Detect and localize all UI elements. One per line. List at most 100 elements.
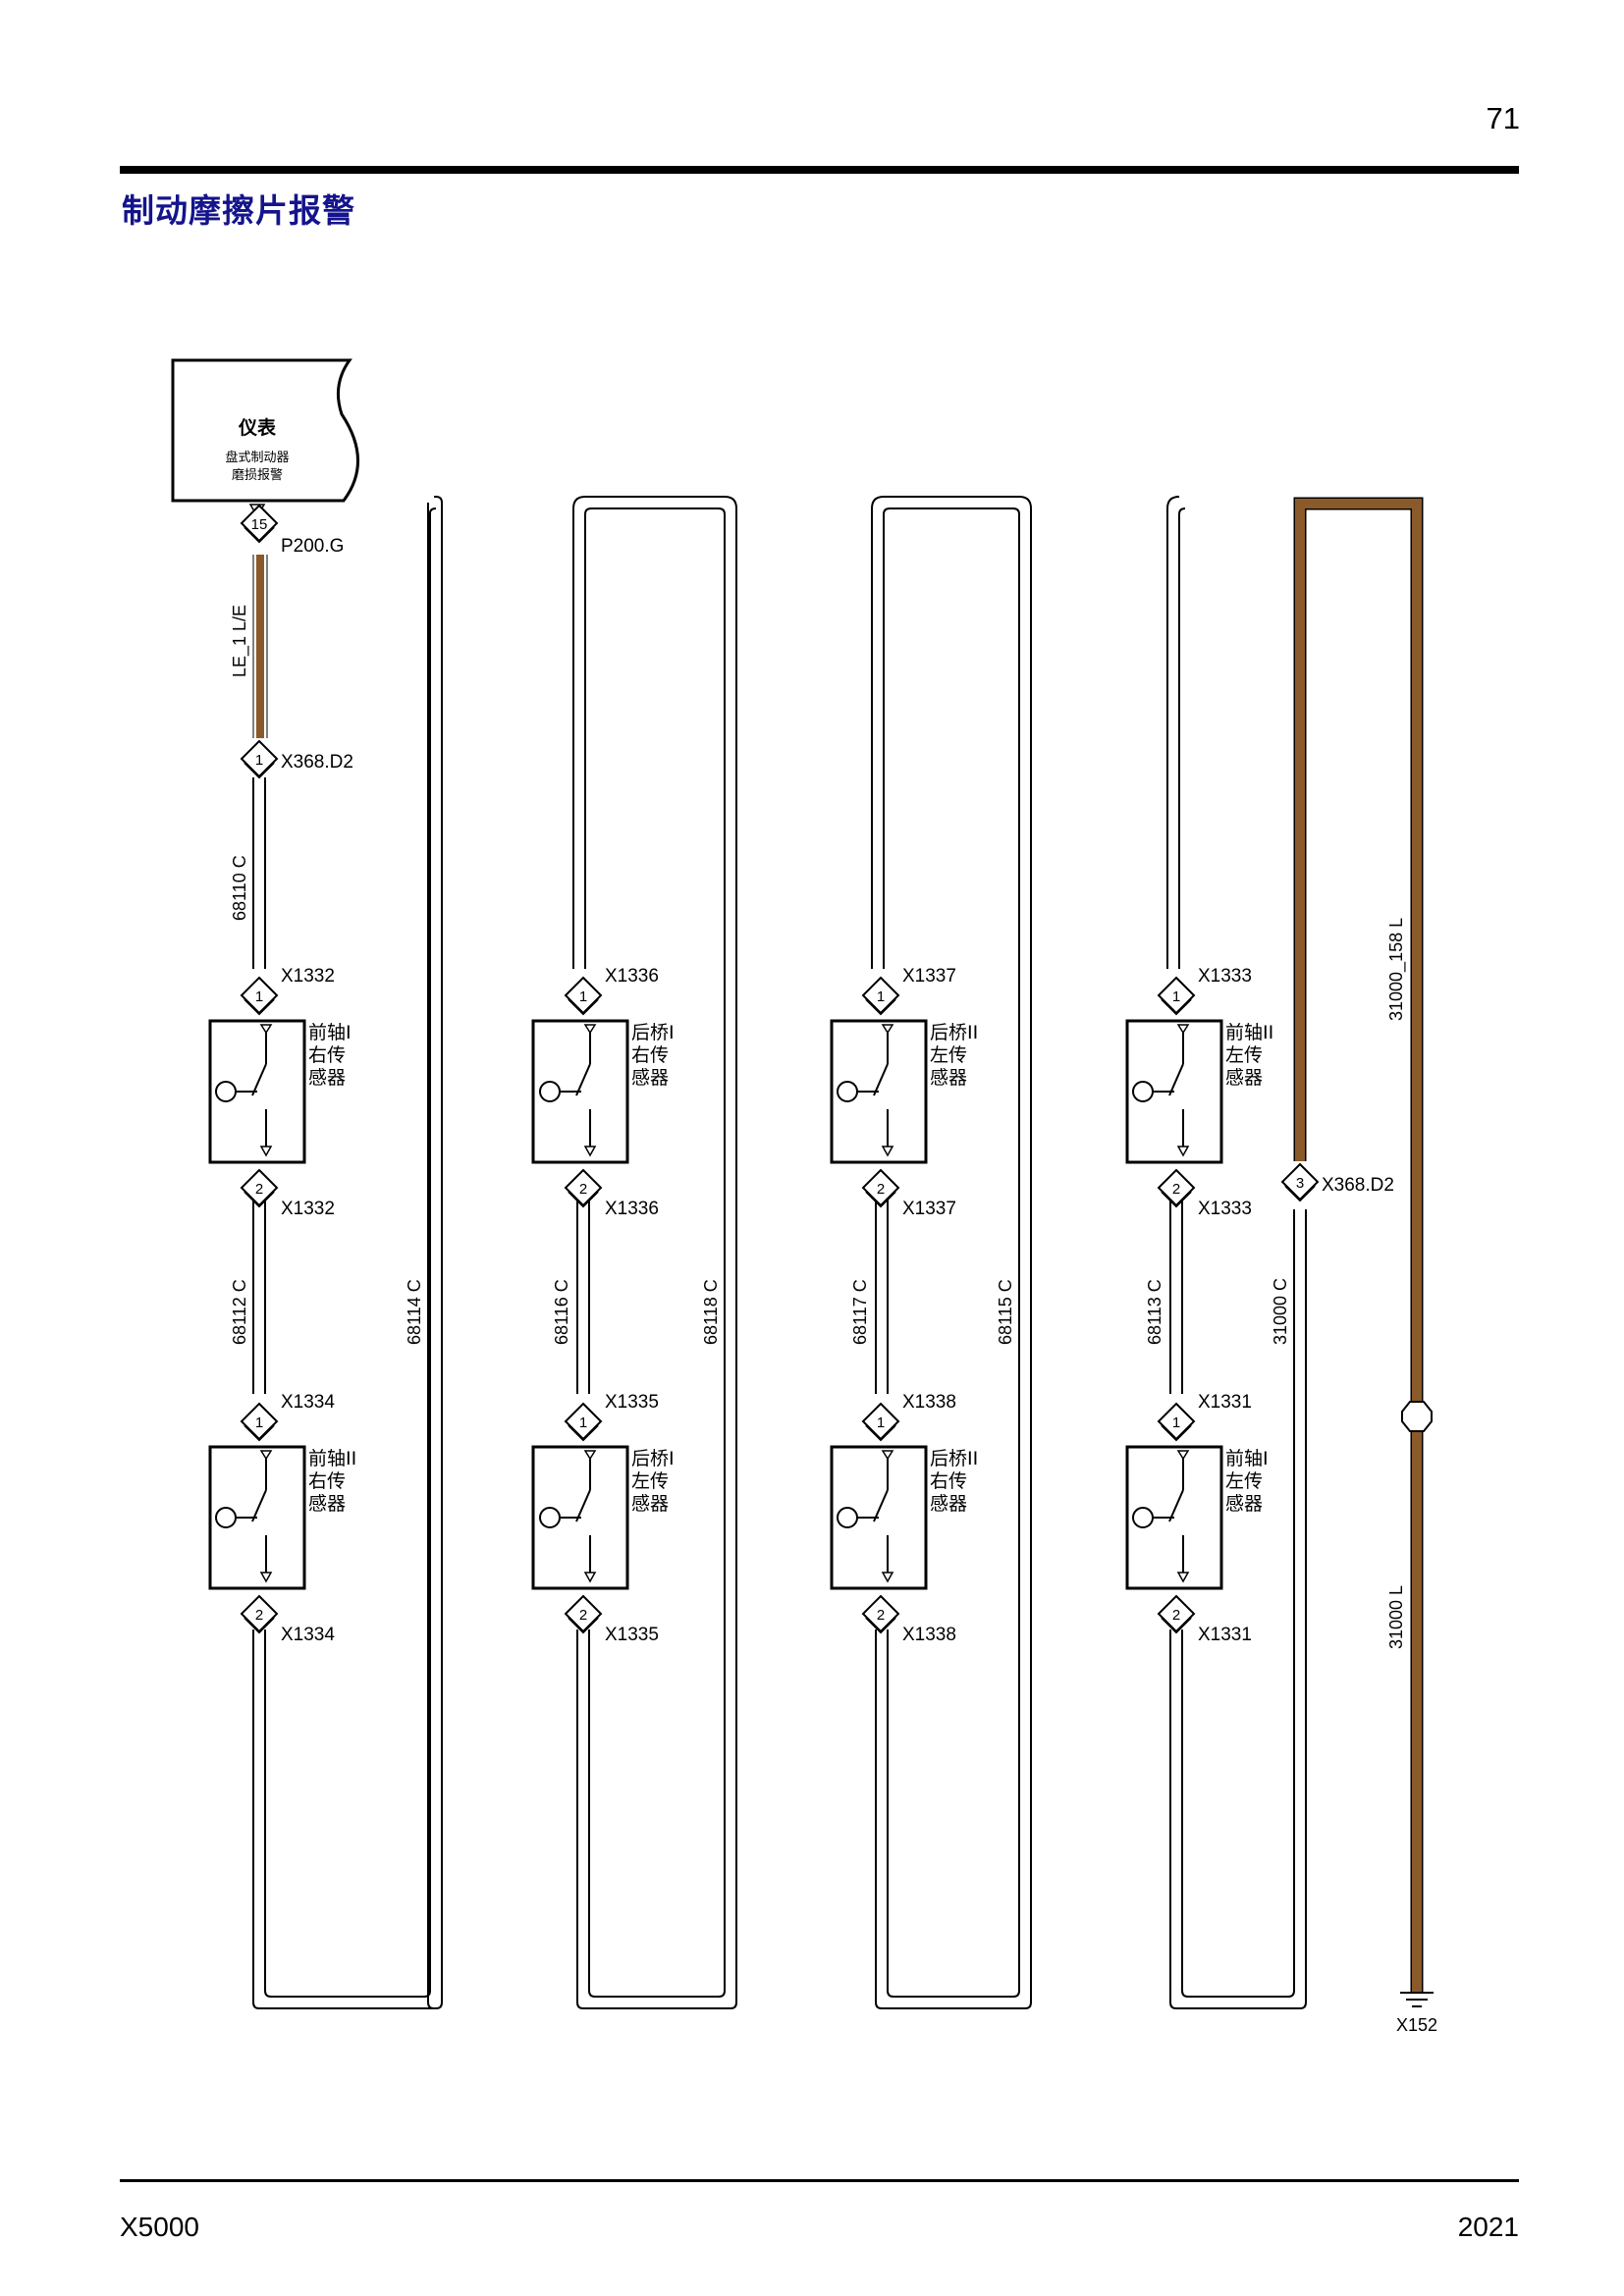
- sensor-pin-top: 1: [877, 988, 885, 1005]
- wire-68114-label: 68114 C: [405, 1279, 424, 1345]
- wire-68117-label: 68117 C: [850, 1279, 870, 1345]
- footer-year: 2021: [1457, 2212, 1519, 2242]
- ground-circuit: X152: [1293, 497, 1437, 2035]
- sensor-name-line: 左传: [1225, 1470, 1263, 1492]
- sensor-connector-top-label: X1337: [902, 966, 956, 987]
- sensor-connector-bottom-label: X1335: [605, 1625, 659, 1645]
- sensor-pin-top: 1: [255, 1415, 263, 1431]
- sensor-pin-bottom: 2: [877, 1181, 885, 1198]
- x368-top-pin: 1: [255, 752, 263, 769]
- sensor-connector-top-label: X1334: [281, 1392, 335, 1413]
- sensor-connector-bottom-label: X1333: [1198, 1199, 1252, 1219]
- instrument-function-1: 盘式制动器: [225, 450, 289, 465]
- sensor-circle-icon: [837, 1081, 858, 1102]
- x368-right-pin: 3: [1296, 1175, 1304, 1192]
- sensor-connector-top-label: X1338: [902, 1392, 956, 1413]
- instrument-function-2: 磨损报警: [232, 467, 283, 483]
- wire-le-label: LE_1 L/E: [230, 605, 250, 677]
- page-title: 制动摩擦片报警: [122, 191, 355, 230]
- sensor-circle-icon: [215, 1081, 237, 1102]
- sensor-connector-top-label: X1336: [605, 966, 659, 987]
- harness-lines: [252, 496, 1307, 2009]
- wire-68118-label: 68118 C: [701, 1279, 721, 1345]
- wire-31000-158-label: 31000_158 L: [1386, 918, 1407, 1021]
- connector-x368-right: 3 X368.D2: [1281, 1163, 1394, 1201]
- sensor-pin-bottom: 2: [579, 1181, 587, 1198]
- page-number: 71: [1486, 101, 1520, 135]
- sensor-name-line: 前轴II: [308, 1448, 356, 1469]
- wire-31000l-label: 31000 L: [1386, 1585, 1406, 1649]
- sensor-pin-bottom: 2: [255, 1181, 263, 1198]
- wire-68115-label: 68115 C: [996, 1279, 1015, 1345]
- sensor-connector-bottom-label: X1332: [281, 1199, 335, 1219]
- sensor-connector-bottom-label: X1336: [605, 1199, 659, 1219]
- sensor-pin-bottom: 2: [255, 1607, 263, 1624]
- x368-right-label: X368.D2: [1322, 1175, 1394, 1196]
- sensor-name-line: 右传: [631, 1044, 669, 1066]
- sensor-connector-top-label: X1332: [281, 966, 335, 987]
- sensor-circle-icon: [1132, 1507, 1154, 1528]
- sensor-circle-icon: [215, 1507, 237, 1528]
- footer-model: X5000: [120, 2212, 199, 2242]
- sensor-name-line: 右传: [308, 1470, 346, 1492]
- sensor-name-line: 右传: [308, 1044, 346, 1066]
- sensor-group: 1X1332前轴I右传感器2X13321X1334前轴II右传感器2X13341…: [208, 966, 1273, 1645]
- sensor-connector-top-label: X1331: [1198, 1392, 1252, 1413]
- sensor-pin-bottom: 2: [1172, 1181, 1180, 1198]
- ground-label: X152: [1396, 2015, 1437, 2035]
- wire-68110-label: 68110 C: [230, 855, 249, 921]
- instrument-cluster: 仪表 盘式制动器 磨损报警: [171, 358, 359, 518]
- sensor-pin-bottom: 2: [877, 1607, 885, 1624]
- sensor-name-line: 前轴I: [308, 1022, 352, 1043]
- sensor-name-line: 右传: [930, 1470, 967, 1492]
- footer-rule: [120, 2179, 1519, 2182]
- sensor-pin-bottom: 2: [1172, 1607, 1180, 1624]
- sensor-circle-icon: [539, 1081, 561, 1102]
- sensor-connector-top-label: X1333: [1198, 966, 1252, 987]
- p200-pin: 15: [251, 516, 268, 533]
- sensor-circle-icon: [1132, 1081, 1154, 1102]
- sensor-name-line: 后桥I: [631, 1448, 675, 1469]
- connector-x368-top: 1 X368.D2: [241, 740, 353, 778]
- sensor-pin-top: 1: [1172, 1415, 1180, 1431]
- sensor-pin-top: 1: [579, 1415, 587, 1431]
- sensor-name-line: 感器: [930, 1493, 967, 1515]
- sensor-pin-top: 1: [1172, 988, 1180, 1005]
- sensor-connector-bottom-label: X1338: [902, 1625, 956, 1645]
- sensor-name-line: 感器: [1225, 1493, 1263, 1515]
- wire-68112-label: 68112 C: [230, 1279, 249, 1345]
- sensor-connector-bottom-label: X1337: [902, 1199, 956, 1219]
- wire-68116-label: 68116 C: [552, 1279, 571, 1345]
- sensor-name-line: 感器: [631, 1493, 669, 1515]
- wire-31000c-label: 31000 C: [1271, 1278, 1290, 1345]
- sensor-name-line: 左传: [930, 1044, 967, 1066]
- sensor-pin-top: 1: [255, 988, 263, 1005]
- sensor-name-line: 后桥I: [631, 1022, 675, 1043]
- sensor-name-line: 感器: [930, 1067, 967, 1089]
- wire-68113-label: 68113 C: [1145, 1279, 1164, 1345]
- sensor-name-line: 前轴I: [1225, 1448, 1269, 1469]
- sensor-pin-top: 1: [877, 1415, 885, 1431]
- sensor-name-line: 感器: [1225, 1067, 1263, 1089]
- sensor-name-line: 感器: [631, 1067, 669, 1089]
- sensor-name-line: 前轴II: [1225, 1022, 1273, 1043]
- sensor-name-line: 感器: [308, 1067, 346, 1089]
- sensor-name-line: 左传: [631, 1470, 669, 1492]
- x368-top-label: X368.D2: [281, 752, 353, 773]
- sensor-circle-icon: [837, 1507, 858, 1528]
- sensor-connector-bottom-label: X1331: [1198, 1625, 1252, 1645]
- sensor-circle-icon: [539, 1507, 561, 1528]
- sensor-name-line: 后桥II: [930, 1022, 978, 1043]
- sensor-connector-bottom-label: X1334: [281, 1625, 335, 1645]
- sensor-name-line: 感器: [308, 1493, 346, 1515]
- sensor-pin-bottom: 2: [579, 1607, 587, 1624]
- sensor-name-line: 后桥II: [930, 1448, 978, 1469]
